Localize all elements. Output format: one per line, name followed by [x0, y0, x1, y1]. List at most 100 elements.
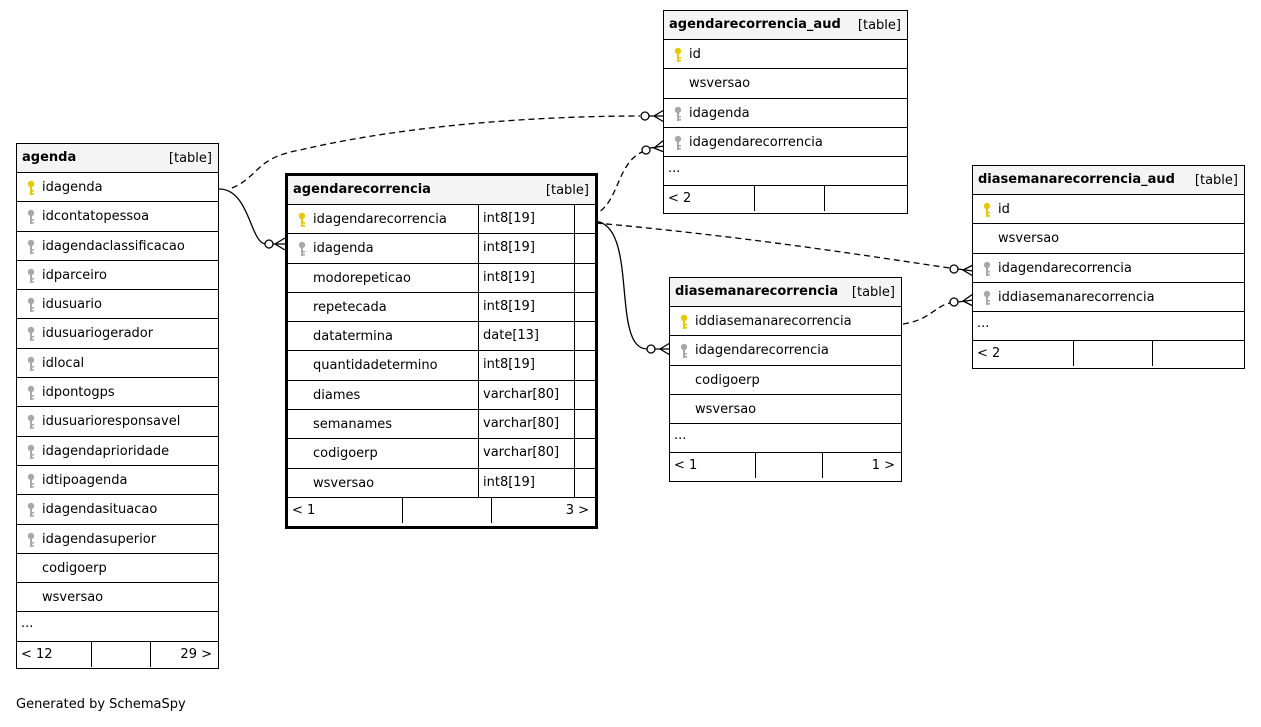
foreign-key-icon	[27, 356, 35, 372]
column-row[interactable]: codigoerp	[670, 366, 901, 395]
column-row[interactable]: repetecada int8[19]	[288, 292, 595, 323]
column-name: idparceiro	[42, 267, 107, 283]
column-row[interactable]: idtipoagenda	[17, 466, 218, 496]
column-type: int8[19]	[478, 292, 575, 322]
column-row[interactable]: idagendarecorrencia	[973, 254, 1244, 283]
column-name: idagendasuperior	[42, 531, 157, 547]
column-row[interactable]: idlocal	[17, 349, 218, 379]
column-name: repetecada	[313, 299, 387, 315]
relation-agendarecorrencia-diasemanarecorrencia	[592, 220, 648, 350]
ellipsis-text: ...	[21, 616, 34, 632]
child-count-link[interactable]: 3 >	[565, 502, 589, 518]
foreign-key-icon	[27, 209, 35, 225]
column-row[interactable]: wsversao	[664, 69, 907, 99]
column-name: idagendarecorrencia	[313, 212, 447, 227]
relation-diasemanarecorrencia-aud	[902, 302, 951, 325]
table-diasemanarecorrencia-aud[interactable]: diasemanarecorrencia_aud [table] id wsversa…	[972, 165, 1245, 369]
footer-divider	[1073, 341, 1074, 367]
column-name: wsversao	[998, 231, 1060, 247]
more-columns-row[interactable]: ...	[17, 612, 218, 642]
more-columns-row[interactable]: ...	[670, 424, 901, 454]
foreign-key-icon	[27, 473, 35, 489]
child-count-link[interactable]: 1 >	[871, 458, 895, 474]
table-name[interactable]: diasemanarecorrencia	[675, 284, 839, 299]
column-type: int8[19]	[478, 468, 575, 497]
column-row[interactable]: diames varchar[80]	[288, 380, 595, 411]
column-row[interactable]: idusuario	[17, 290, 218, 320]
table-agendarecorrencia[interactable]: agendarecorrencia [table] idagendarecorren…	[285, 173, 598, 529]
column-row[interactable]: idparceiro	[17, 261, 218, 291]
table-name[interactable]: agenda	[22, 150, 77, 165]
column-type: int8[19]	[478, 351, 575, 380]
table-type-label: [table]	[1194, 173, 1238, 188]
column-name: modorepeticao	[313, 270, 411, 286]
parent-count-link[interactable]: < 12	[21, 646, 53, 662]
relation-agenda-agendarecorrencia	[218, 188, 267, 245]
column-row[interactable]: idagenda	[17, 173, 218, 203]
column-type: varchar[80]	[478, 410, 575, 439]
column-name: idagendasituacao	[42, 502, 158, 518]
table-type-label: [table]	[168, 151, 212, 166]
column-row[interactable]: idagendaclassificacao	[17, 232, 218, 261]
parent-count-link[interactable]: < 2	[668, 191, 692, 207]
table-name[interactable]: agendarecorrencia	[293, 182, 431, 197]
column-row[interactable]: idusuariogerador	[17, 319, 218, 349]
column-row[interactable]: idagendasuperior	[17, 525, 218, 554]
column-row[interactable]: idagendarecorrencia	[670, 336, 901, 366]
column-name: iddiasemanarecorrencia	[998, 289, 1155, 305]
parent-count-link[interactable]: < 1	[292, 502, 316, 518]
column-row[interactable]: idcontatopessoa	[17, 202, 218, 232]
column-row[interactable]: idagendasituacao	[17, 495, 218, 525]
primary-key-icon	[983, 202, 991, 218]
column-row[interactable]: wsversao	[973, 224, 1244, 254]
foreign-key-icon	[27, 297, 35, 313]
column-name: id	[998, 202, 1010, 217]
more-columns-row[interactable]: ...	[973, 312, 1244, 342]
column-row[interactable]: idagendaprioridade	[17, 437, 218, 466]
primary-key-icon	[680, 314, 688, 330]
column-type: varchar[80]	[478, 380, 575, 410]
column-row[interactable]: idusuarioresponsavel	[17, 407, 218, 437]
column-name: idtipoagenda	[42, 472, 128, 488]
child-count-link[interactable]: 29 >	[180, 646, 212, 662]
generated-by-text: Generated by SchemaSpy	[16, 697, 186, 712]
table-type-label: [table]	[851, 285, 895, 300]
parent-count-link[interactable]: < 2	[977, 346, 1001, 362]
column-row[interactable]: id	[664, 40, 907, 70]
foreign-key-icon	[27, 326, 35, 342]
column-name: idagenda	[689, 105, 750, 121]
table-name[interactable]: diasemanarecorrencia_aud	[978, 172, 1175, 187]
column-row[interactable]: idagenda	[664, 99, 907, 128]
more-columns-row[interactable]: ...	[664, 157, 907, 187]
column-name: idagendarecorrencia	[695, 343, 829, 359]
primary-key-icon	[27, 180, 35, 196]
table-footer: < 12 29 >	[17, 641, 218, 667]
column-name: diames	[313, 387, 361, 403]
parent-count-link[interactable]: < 1	[674, 458, 698, 474]
column-name: idagendaprioridade	[42, 443, 170, 459]
table-diasemanarecorrencia[interactable]: diasemanarecorrencia [table] iddiasemanare…	[669, 277, 902, 482]
column-name: idlocal	[42, 355, 85, 371]
foreign-key-icon	[298, 241, 306, 257]
column-row[interactable]: iddiasemanarecorrencia	[670, 307, 901, 337]
column-row[interactable]: wsversao	[670, 395, 901, 425]
table-name[interactable]: agendarecorrencia_aud	[669, 17, 841, 32]
column-row[interactable]: id	[973, 195, 1244, 225]
column-row[interactable]: wsversao	[17, 583, 218, 613]
column-row[interactable]: codigoerp	[17, 554, 218, 584]
column-row[interactable]: idpontogps	[17, 378, 218, 408]
column-row[interactable]: idagendarecorrencia	[664, 128, 907, 158]
table-header: agendarecorrencia_aud[table]	[664, 11, 907, 40]
table-type-label: [table]	[545, 183, 589, 198]
column-row[interactable]: iddiasemanarecorrencia	[973, 283, 1244, 313]
